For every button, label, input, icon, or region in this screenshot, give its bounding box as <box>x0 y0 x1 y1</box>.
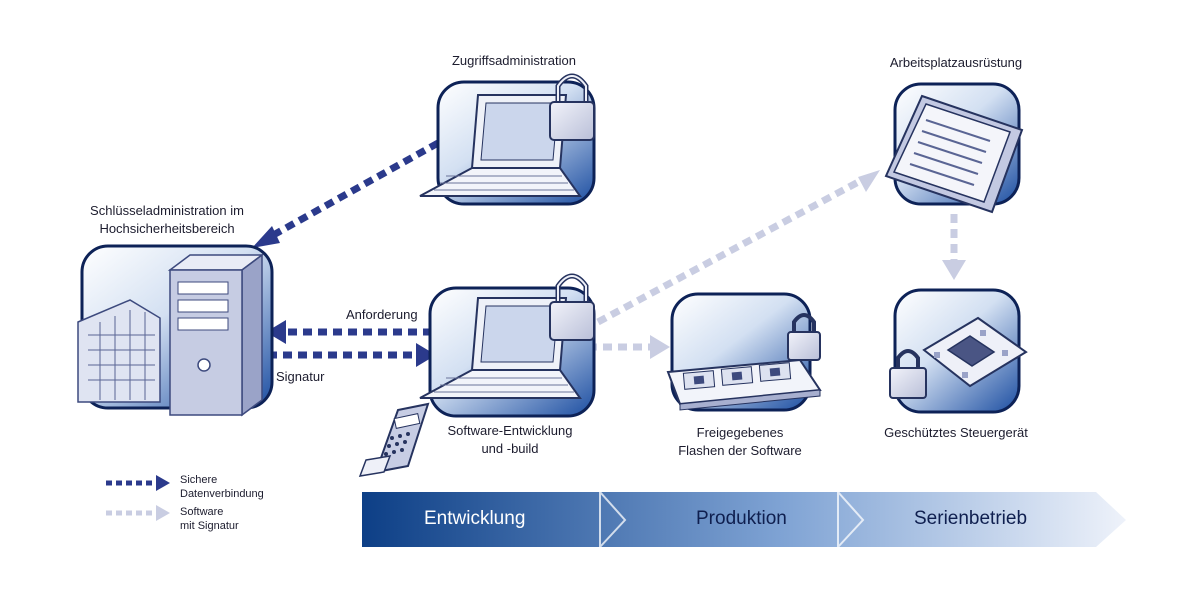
workplace-label: Arbeitsplatzausrüstung <box>889 55 1023 70</box>
ecu-label: Geschütztes Steuergerät <box>884 425 1028 440</box>
key-admin-label-line1: Schlüsseladministration im <box>90 203 244 218</box>
flashing-label: Freigegebenes Flashen der Software <box>650 424 830 460</box>
legend-secure-line1: Sichere <box>180 474 218 486</box>
legend-signed-line2: mit Signatur <box>180 520 239 532</box>
software-dev-tile <box>358 273 596 477</box>
software-dev-label: Software-Entwicklung und -build <box>420 422 600 458</box>
flashing-tile <box>666 292 822 412</box>
access-admin-tile <box>419 73 596 206</box>
flashing-label-line1: Freigegebenes <box>696 425 784 440</box>
access-admin-label: Zugriffsadministration <box>451 53 577 68</box>
key-admin-label-line2: Hochsicherheitsbereich <box>99 221 235 236</box>
lock-icon <box>549 73 595 141</box>
key-admin-tile <box>77 244 274 417</box>
laptop-icon <box>419 297 582 399</box>
legend-secure-line2: Datenverbindung <box>180 488 264 500</box>
legend-secure-label: Sichere Datenverbindung <box>180 473 264 501</box>
phase-series-operation: Serienbetrieb <box>914 508 1028 529</box>
connection-request <box>266 320 432 344</box>
legend-signed-line1: Software <box>180 506 224 518</box>
workplace-tile <box>884 82 1024 214</box>
software-dev-label-line2: und -build <box>481 441 539 456</box>
legend-signed-label: Software mit Signatur <box>180 505 239 533</box>
connection-dev-to-workplace <box>596 170 880 326</box>
building-icon <box>77 299 161 403</box>
phase-development: Entwicklung <box>424 508 526 529</box>
ecu-tile <box>889 288 1028 414</box>
phase-chevron-2 <box>837 489 865 550</box>
circuit-board-icon <box>922 316 1028 388</box>
key-admin-label: Schlüsseladministration im Hochsicherhei… <box>62 202 272 238</box>
connection-dev-to-flashing <box>588 335 670 359</box>
connection-workplace-to-ecu <box>942 214 966 280</box>
signature-label: Signatur <box>276 369 325 384</box>
flashing-station-icon <box>666 358 822 411</box>
legend-signed-swatch <box>106 505 170 521</box>
lock-icon <box>787 313 821 361</box>
laptop-icon <box>419 94 582 197</box>
phase-production: Produktion <box>696 508 787 529</box>
lock-icon <box>549 273 595 341</box>
request-label: Anforderung <box>346 307 418 322</box>
server-icon <box>167 253 265 417</box>
document-icon <box>884 94 1024 214</box>
flashing-label-line2: Flashen der Software <box>678 443 802 458</box>
software-dev-label-line1: Software-Entwicklung <box>447 423 573 438</box>
connection-signature <box>268 343 436 367</box>
smartcard-reader-icon <box>358 402 430 477</box>
phase-chevron-1 <box>599 489 627 550</box>
lock-icon <box>889 349 927 399</box>
legend-secure-swatch <box>106 475 170 491</box>
phase-arrow-band <box>362 489 1126 550</box>
connection-access-to-keyadmin <box>252 139 440 248</box>
